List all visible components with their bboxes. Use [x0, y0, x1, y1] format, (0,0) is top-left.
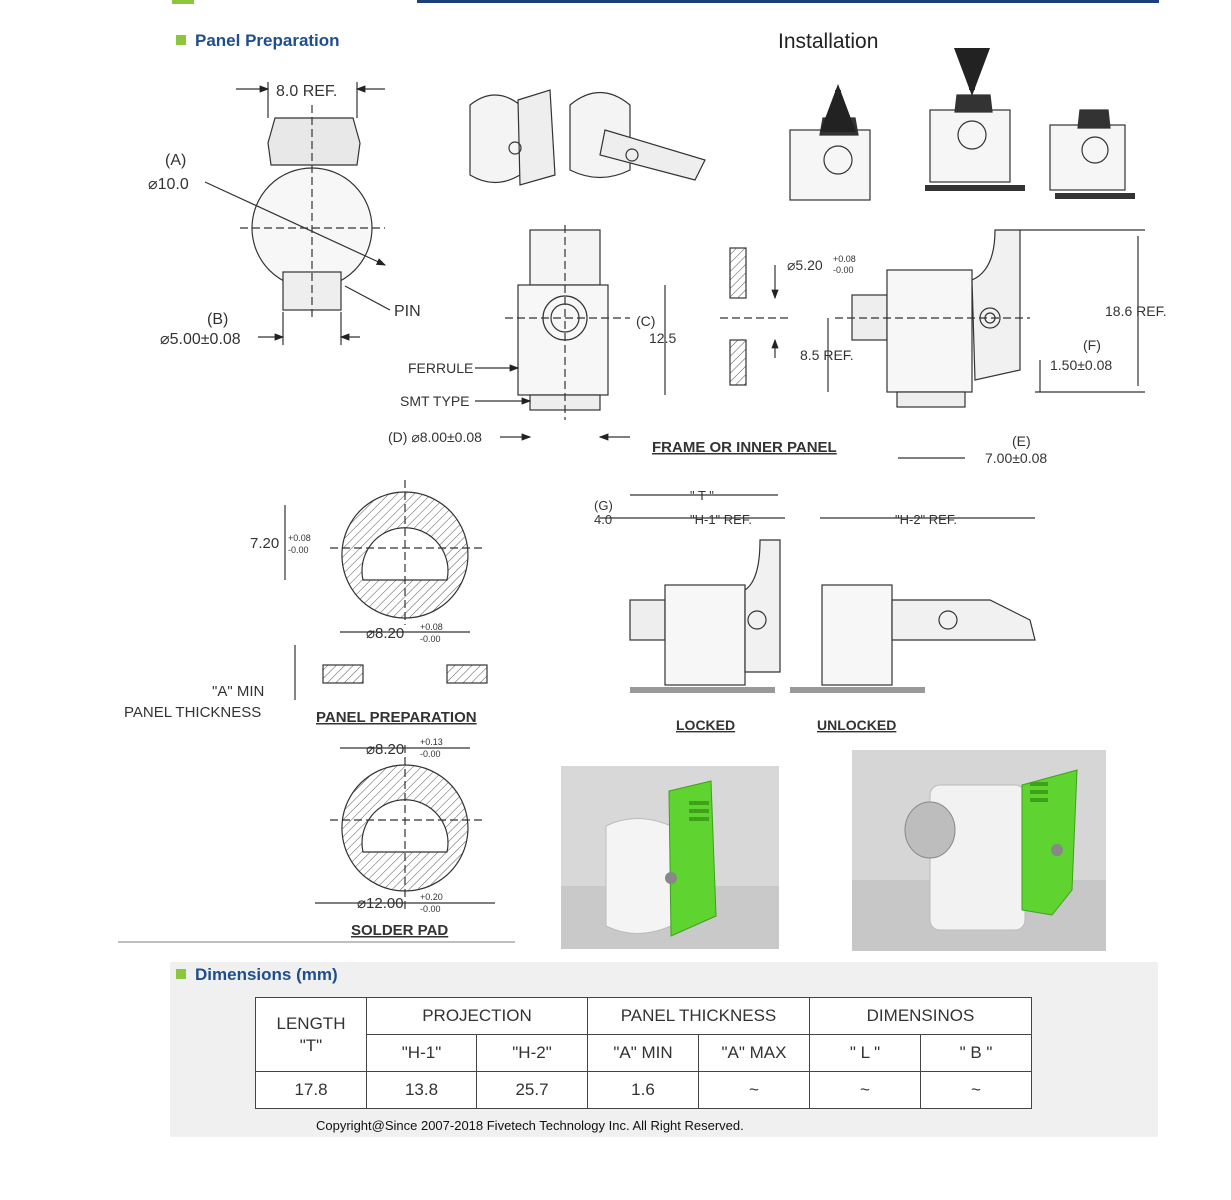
label-phi520: ⌀5.20 [787, 257, 823, 273]
sub-a-min: "A" MIN [587, 1034, 699, 1072]
label-panel-thickness: PANEL THICKNESS [124, 704, 261, 721]
bullet-square [176, 35, 186, 45]
label-e-val: 7.00±0.08 [985, 450, 1047, 466]
section-title-panel-preparation: Panel Preparation [176, 31, 340, 51]
label-f: (F) [1083, 337, 1101, 353]
panel-cutout [284, 480, 488, 700]
cell-a-max: ~ [698, 1071, 810, 1109]
label-unlocked: UNLOCKED [817, 717, 896, 733]
sub-l: " L " [809, 1034, 921, 1072]
section-title-text: Dimensions (mm) [195, 965, 338, 984]
side-view [827, 229, 1145, 459]
label-a-min: "A" MIN [212, 683, 264, 700]
label-b-val: ⌀5.00±0.08 [160, 331, 241, 348]
cell-h2: 25.7 [476, 1071, 588, 1109]
tol-minus-5: -0.00 [420, 904, 441, 914]
label-locked: LOCKED [676, 717, 735, 733]
label-panel-preparation: PANEL PREPARATION [316, 709, 477, 726]
tol-plus-1: +0.08 [833, 254, 856, 264]
sub-h1: "H-1" [366, 1034, 477, 1072]
top-rule [417, 0, 1159, 3]
section-title-dimensions: Dimensions (mm) [176, 965, 338, 985]
label-c-val: 12.5 [649, 330, 676, 346]
solder-pad [118, 745, 515, 943]
installation-title: Installation [778, 30, 879, 53]
sub-a-max: "A" MAX [698, 1034, 810, 1072]
tol-plus-5: +0.20 [420, 892, 443, 902]
section-title-text: Panel Preparation [195, 31, 340, 50]
tol-plus-3: +0.08 [420, 622, 443, 632]
label-h1: "H-1" REF. [690, 512, 752, 527]
label-b: (B) [207, 311, 228, 328]
sub-b: " B " [920, 1034, 1032, 1072]
label-smt: SMT TYPE [400, 393, 470, 409]
label-1200: ⌀12.00 [357, 895, 404, 912]
tol-minus-3: -0.00 [420, 634, 441, 644]
label-d: (D) ⌀8.00±0.08 [388, 429, 482, 445]
label-a-val: ⌀10.0 [148, 176, 189, 193]
label-ferrule: FERRULE [408, 360, 473, 376]
tol-minus-4: -0.00 [420, 749, 441, 759]
locked-unlocked [600, 494, 1036, 693]
cell-length: 17.8 [255, 1071, 367, 1109]
cell-a-min: 1.6 [587, 1071, 699, 1109]
label-t: " T " [690, 488, 714, 503]
label-820b: ⌀8.20 [366, 741, 404, 758]
header-projection: PROJECTION [366, 997, 588, 1035]
product-photo-unlocked [852, 750, 1106, 951]
frame-panel-view [720, 247, 790, 386]
label-186: 18.6 REF. [1105, 303, 1166, 319]
tol-plus-4: +0.13 [420, 737, 443, 747]
cell-h1: 13.8 [366, 1071, 477, 1109]
installation-figures [789, 48, 1135, 201]
table-row: 17.8 13.8 25.7 1.6 ~ ~ ~ [255, 1071, 1032, 1109]
tol-plus-2: +0.08 [288, 533, 311, 543]
pin-drawing [204, 82, 391, 345]
perspective-drawings [469, 89, 706, 186]
label-pin: PIN [394, 303, 421, 320]
product-photo-locked [561, 766, 779, 949]
label-solder-pad: SOLDER PAD [351, 922, 448, 939]
technical-drawing: 8.0 REF. (A) ⌀10.0 (B) ⌀5.00±0.08 PIN ⌀5… [118, 48, 1166, 943]
label-frame-inner: FRAME OR INNER PANEL [652, 439, 837, 456]
tol-minus-1: -0.00 [833, 265, 854, 275]
header-length: LENGTH"T" [255, 997, 367, 1072]
header-dimensions: DIMENSINOS [809, 997, 1032, 1035]
front-view [475, 225, 666, 441]
copyright-text: Copyright@Since 2007-2018 Fivetech Techn… [316, 1118, 744, 1133]
label-g-val: 4.0 [594, 512, 612, 527]
bullet-square [176, 969, 186, 979]
label-h2: "H-2" REF. [895, 512, 957, 527]
label-820: ⌀8.20 [366, 625, 404, 642]
cell-l: ~ [809, 1071, 921, 1109]
header-panel-thickness: PANEL THICKNESS [587, 997, 810, 1035]
cell-b: ~ [920, 1071, 1032, 1109]
label-a: (A) [165, 152, 186, 169]
label-8-ref: 8.0 REF. [276, 83, 337, 100]
top-accent [172, 0, 194, 4]
label-c: (C) [636, 313, 655, 329]
label-720: 7.20 [250, 535, 279, 552]
sub-h2: "H-2" [476, 1034, 588, 1072]
label-85: 8.5 REF. [800, 347, 854, 363]
dimensions-table: LENGTH"T" PROJECTION PANEL THICKNESS DIM… [255, 997, 1032, 1109]
label-g: (G) [594, 498, 613, 513]
label-f-val: 1.50±0.08 [1050, 357, 1112, 373]
tol-minus-2: -0.00 [288, 545, 309, 555]
label-e: (E) [1012, 433, 1031, 449]
